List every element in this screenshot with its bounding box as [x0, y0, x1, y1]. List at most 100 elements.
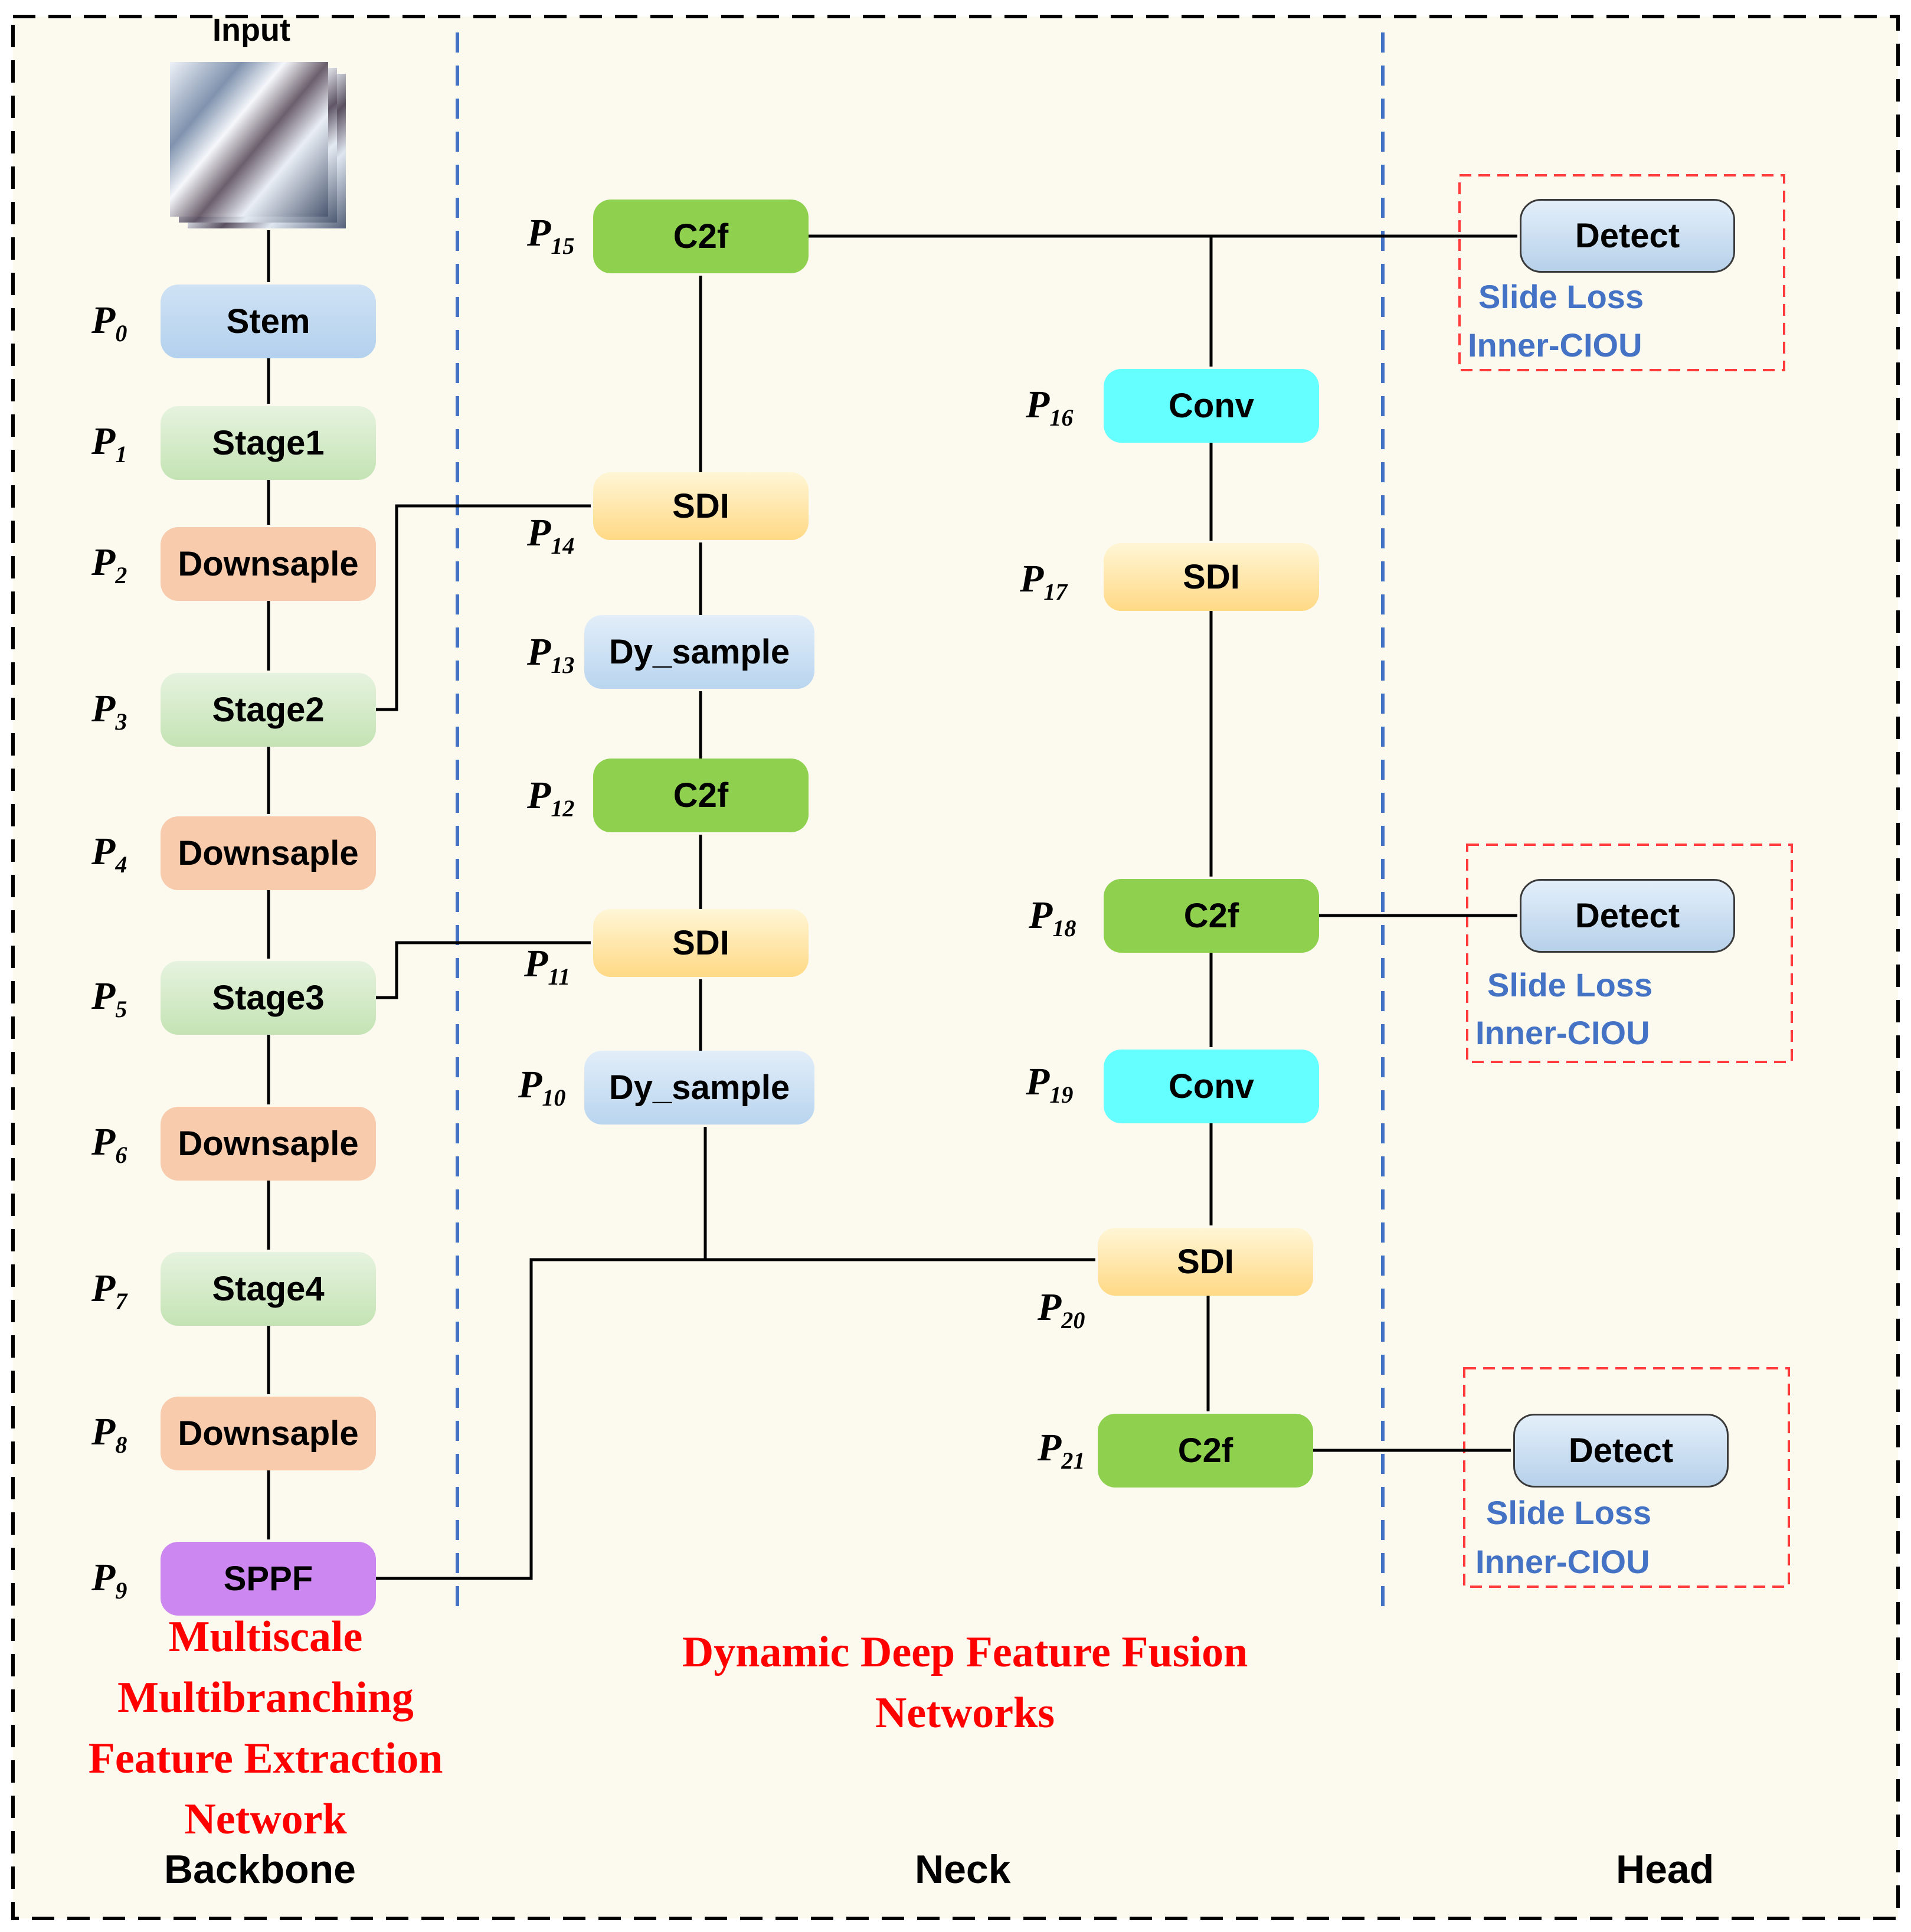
- p-letter: P: [91, 975, 116, 1018]
- p-label-p16: P16: [1026, 385, 1073, 430]
- node-p3: Stage2: [161, 673, 376, 747]
- p-label-p17: P17: [1020, 560, 1067, 604]
- p-letter: P: [1020, 557, 1044, 600]
- node-p21: C2f: [1098, 1414, 1313, 1488]
- backbone-title-line-4: Network: [184, 1795, 347, 1843]
- backbone-title-line-2: Multibranching: [117, 1673, 414, 1722]
- inner-ciou-label-1: Inner-CIOU: [1468, 326, 1642, 364]
- p-label-p5: P5: [91, 977, 127, 1021]
- p-letter: P: [527, 630, 551, 674]
- p-index: 19: [1049, 1081, 1074, 1108]
- node-p20: SDI: [1098, 1228, 1313, 1296]
- p-index: 15: [551, 233, 575, 259]
- backbone-title: Multiscale Multibranching Feature Extrac…: [30, 1607, 502, 1850]
- edge-stage3-sdi11: [376, 941, 591, 999]
- p-label-p9: P9: [91, 1558, 127, 1603]
- p-label-p8: P8: [91, 1413, 127, 1457]
- p-letter: P: [1038, 1426, 1062, 1469]
- node-p0: Stem: [161, 285, 376, 358]
- p-letter: P: [91, 299, 116, 342]
- input-image: [170, 62, 346, 228]
- p-index: 10: [542, 1084, 566, 1111]
- backbone-title-line-1: Multiscale: [168, 1613, 363, 1661]
- node-p5: Stage3: [161, 961, 376, 1035]
- neck-title: Dynamic Deep Feature Fusion Networks: [611, 1622, 1319, 1744]
- node-p16: Conv: [1104, 369, 1319, 443]
- p-letter: P: [1029, 894, 1053, 937]
- p-index: 17: [1043, 578, 1068, 605]
- p-index: 4: [115, 851, 127, 878]
- p-label-p1: P1: [91, 422, 127, 466]
- p-index: 13: [551, 652, 575, 678]
- p-index: 8: [115, 1431, 127, 1458]
- section-label-backbone: Backbone: [164, 1847, 356, 1892]
- p-letter: P: [91, 420, 116, 463]
- p-letter: P: [91, 1556, 116, 1599]
- edge-sppf-split: [376, 1258, 1095, 1580]
- input-label: Input: [212, 12, 290, 48]
- p-label-p12: P12: [527, 776, 574, 820]
- p-label-p15: P15: [527, 214, 574, 258]
- p-letter: P: [91, 687, 116, 730]
- p-label-p4: P4: [91, 832, 127, 877]
- p-label-p14: P14: [527, 514, 574, 558]
- p-label-p11: P11: [524, 944, 570, 989]
- node-p19: Conv: [1104, 1050, 1319, 1123]
- p-index: 21: [1061, 1447, 1085, 1474]
- p-letter: P: [1038, 1286, 1062, 1329]
- p-label-p21: P21: [1038, 1428, 1085, 1473]
- node-p2: Downsaple: [161, 527, 376, 601]
- node-p12: C2f: [593, 759, 809, 832]
- p-label-p18: P18: [1029, 896, 1076, 940]
- p-label-p6: P6: [91, 1123, 127, 1167]
- p-letter: P: [524, 942, 548, 985]
- p-letter: P: [91, 1120, 116, 1163]
- node-p15: C2f: [593, 200, 809, 273]
- p-letter: P: [1026, 1060, 1050, 1103]
- p-letter: P: [91, 830, 116, 873]
- head-group-2-border: [1466, 844, 1793, 1063]
- p-letter: P: [91, 1410, 116, 1453]
- p-label-p10: P10: [518, 1065, 565, 1110]
- p-index: 1: [115, 441, 127, 468]
- p-index: 3: [115, 708, 127, 735]
- p-index: 12: [551, 795, 575, 822]
- p-index: 9: [115, 1577, 127, 1604]
- detect-box-1: Detect: [1520, 199, 1735, 273]
- section-label-head: Head: [1616, 1847, 1714, 1892]
- slide-loss-label-2: Slide Loss: [1487, 966, 1653, 1003]
- p-index: 6: [115, 1142, 127, 1168]
- edge-stage2-sdi14: [376, 504, 591, 711]
- node-p8: Downsaple: [161, 1397, 376, 1470]
- p-index: 7: [115, 1288, 127, 1315]
- slide-loss-label-3: Slide Loss: [1486, 1494, 1652, 1531]
- p-label-p19: P19: [1026, 1063, 1073, 1107]
- p-label-p20: P20: [1038, 1288, 1085, 1332]
- p-index: 20: [1061, 1307, 1085, 1333]
- slide-loss-label-1: Slide Loss: [1478, 278, 1644, 315]
- node-p14: SDI: [593, 472, 809, 540]
- backbone-title-line-3: Feature Extraction: [88, 1734, 443, 1783]
- node-p10: Dy_sample: [584, 1051, 814, 1124]
- p-index: 11: [548, 963, 571, 990]
- p-label-p7: P7: [91, 1269, 127, 1313]
- p-label-p0: P0: [91, 301, 127, 345]
- p-index: 5: [115, 996, 127, 1022]
- p-index: 0: [115, 320, 127, 346]
- head-group-1-border: [1458, 174, 1785, 371]
- p-label-p3: P3: [91, 689, 127, 734]
- p-letter: P: [527, 511, 551, 554]
- p-index: 2: [115, 562, 127, 589]
- p-index: 18: [1052, 915, 1076, 942]
- p-label-p2: P2: [91, 543, 127, 587]
- p-label-p13: P13: [527, 633, 574, 677]
- p-letter: P: [91, 541, 116, 584]
- inner-ciou-label-3: Inner-CIOU: [1475, 1543, 1650, 1580]
- p-index: 14: [551, 532, 575, 559]
- node-p17: SDI: [1104, 543, 1319, 611]
- neck-title-line-2: Networks: [875, 1689, 1055, 1737]
- p-letter: P: [91, 1267, 116, 1310]
- p-letter: P: [527, 211, 551, 254]
- detect-box-3: Detect: [1513, 1414, 1729, 1488]
- p-index: 16: [1049, 404, 1074, 431]
